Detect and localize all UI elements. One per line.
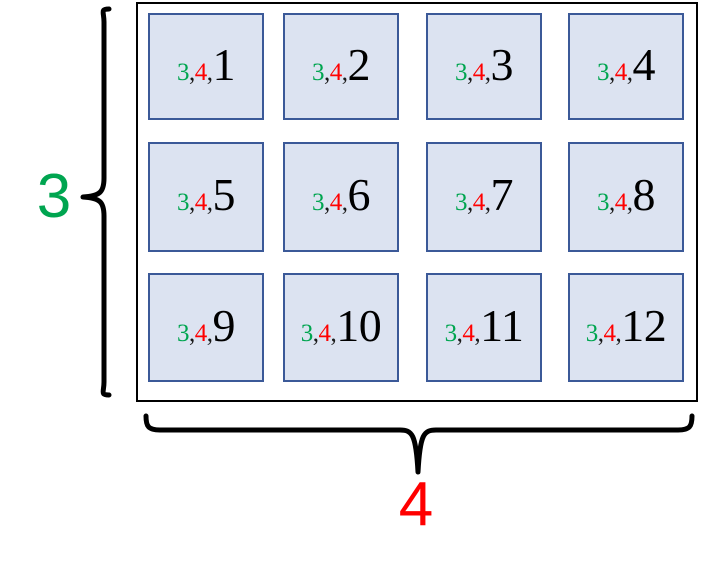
cell-separator: , — [206, 189, 213, 216]
grid-cell[interactable]: 3,4,5 — [148, 142, 264, 252]
cell-separator: , — [609, 58, 615, 86]
cell-col-coord: 4 — [194, 189, 208, 216]
cell-row-coord: 3 — [177, 319, 190, 347]
grid-cell[interactable]: 3,4,1 — [148, 13, 264, 120]
grid-cell[interactable]: 3,4,6 — [283, 142, 399, 252]
cell-label: 3,4,10 — [300, 299, 382, 351]
grid-cell[interactable]: 3,4,4 — [568, 13, 684, 120]
cell-row-coord: 3 — [455, 189, 468, 216]
cell-index: 8 — [632, 169, 656, 220]
cell-col-coord: 4 — [194, 58, 208, 86]
cell-index: 6 — [347, 169, 371, 220]
cell-index: 7 — [490, 169, 514, 220]
grid-cell[interactable]: 3,4,12 — [568, 273, 684, 382]
grid-cell[interactable]: 3,4,9 — [148, 273, 264, 382]
cell-row-coord: 3 — [312, 58, 325, 86]
cell-label: 3,4,2 — [312, 38, 371, 90]
cell-index: 9 — [212, 299, 236, 351]
cell-label: 3,4,3 — [455, 38, 514, 90]
cell-label: 3,4,4 — [597, 38, 656, 90]
cell-col-coord: 4 — [472, 189, 486, 216]
cell-label: 3,4,5 — [177, 172, 235, 218]
cell-index: 1 — [212, 38, 236, 90]
cell-label: 3,4,7 — [455, 172, 513, 218]
cell-separator: , — [615, 319, 622, 347]
cell-separator: , — [324, 189, 330, 216]
cell-label: 3,4,9 — [177, 299, 236, 351]
cell-index: 12 — [621, 299, 667, 351]
cell-separator: , — [609, 189, 615, 216]
cell-row-coord: 3 — [597, 58, 610, 86]
cell-row-coord: 3 — [597, 189, 610, 216]
cell-col-coord: 4 — [603, 319, 617, 347]
cell-index: 2 — [347, 38, 371, 90]
grid-cell[interactable]: 3,4,3 — [426, 13, 542, 120]
column-count-label: 4 — [398, 470, 434, 539]
cell-separator: , — [189, 319, 195, 347]
cell-separator: , — [467, 189, 473, 216]
cell-col-coord: 4 — [614, 58, 628, 86]
cell-col-coord: 4 — [472, 58, 486, 86]
row-count-label: 3 — [36, 162, 72, 231]
cell-index: 11 — [480, 299, 524, 351]
cell-separator: , — [312, 319, 319, 347]
cell-row-coord: 3 — [300, 319, 314, 347]
grid-cell[interactable]: 3,4,7 — [426, 142, 542, 252]
cell-index: 4 — [632, 38, 656, 90]
cell-col-coord: 4 — [318, 319, 332, 347]
cell-row-coord: 3 — [312, 189, 325, 216]
cell-col-coord: 4 — [329, 189, 343, 216]
cell-separator: , — [626, 58, 633, 86]
cell-row-coord: 3 — [444, 319, 458, 347]
cell-separator: , — [189, 58, 195, 86]
cell-separator: , — [324, 58, 330, 86]
cell-col-coord: 4 — [194, 319, 208, 347]
grid-cell[interactable]: 3,4,2 — [283, 13, 399, 120]
cell-separator: , — [626, 189, 633, 216]
cell-index: 3 — [490, 38, 514, 90]
cell-row-coord: 3 — [585, 319, 599, 347]
cell-separator: , — [189, 189, 195, 216]
cell-separator: , — [206, 319, 213, 347]
cell-separator: , — [467, 58, 473, 86]
cell-label: 3,4,12 — [585, 299, 667, 351]
cell-col-coord: 4 — [614, 189, 628, 216]
cell-row-coord: 3 — [177, 189, 190, 216]
cell-separator: , — [474, 319, 481, 347]
row-brace — [80, 6, 112, 398]
cell-row-coord: 3 — [455, 58, 468, 86]
cell-col-coord: 4 — [462, 319, 475, 347]
cell-separator: , — [456, 319, 463, 347]
cell-label: 3,4,6 — [312, 172, 370, 218]
grid-cell[interactable]: 3,4,11 — [426, 273, 542, 382]
cell-index: 10 — [336, 299, 382, 351]
cell-separator: , — [341, 189, 348, 216]
cell-label: 3,4,11 — [444, 299, 524, 351]
cell-index: 5 — [212, 169, 236, 220]
grid-frame: 3,4,1 3,4,2 3,4,3 3,4,4 3,4,5 — [136, 2, 698, 402]
cell-col-coord: 4 — [329, 58, 343, 86]
cell-separator: , — [206, 58, 213, 86]
cell-separator: , — [484, 189, 491, 216]
cell-separator: , — [597, 319, 604, 347]
cell-label: 3,4,8 — [597, 172, 655, 218]
cell-separator: , — [484, 58, 491, 86]
cell-separator: , — [341, 58, 348, 86]
grid-cell[interactable]: 3,4,10 — [283, 273, 399, 382]
grid-cell[interactable]: 3,4,8 — [568, 142, 684, 252]
cell-row-coord: 3 — [177, 58, 190, 86]
cell-separator: , — [330, 319, 337, 347]
cell-label: 3,4,1 — [177, 38, 236, 90]
